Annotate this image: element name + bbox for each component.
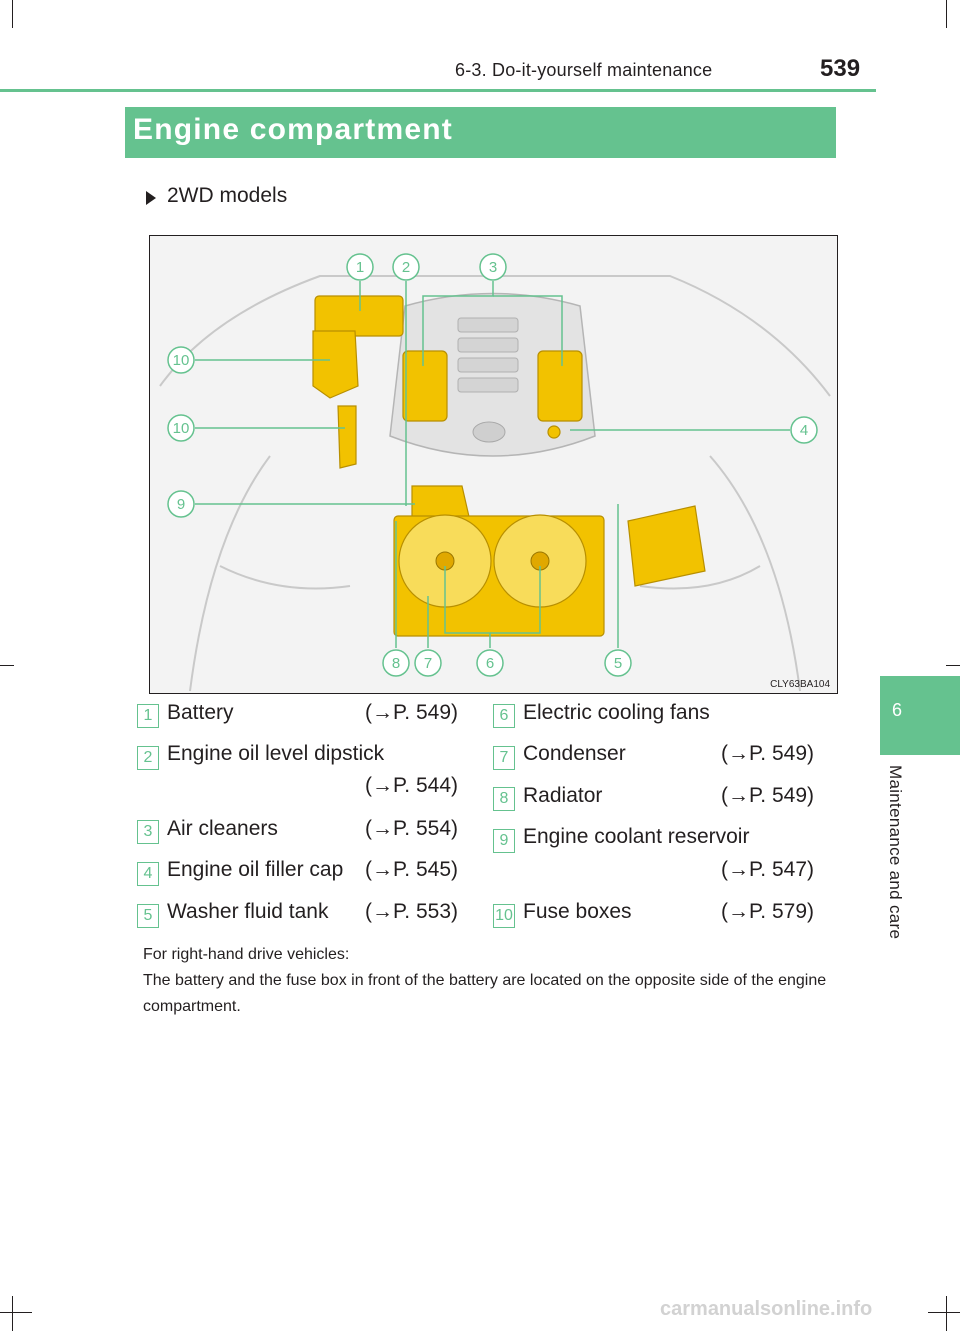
legend-number-6: 6 [493,704,515,728]
legend-ref-oil-filler-cap[interactable]: (→P. 545) [365,858,458,881]
air-cleaner-left [402,350,448,422]
engine-illustration-svg: 1 2 3 4 5 6 7 8 9 10 10 CLY63BA104 [159,253,831,692]
legend-label-fuse-boxes: Fuse boxes [523,900,632,923]
left-fender-line [189,455,271,692]
legend-label-dipstick: Engine oil level dipstick [167,742,385,765]
legend-label-battery: Battery [167,701,234,724]
callout-circle-5 [604,649,632,677]
callout-label-10b: 10 [173,420,190,437]
legend-number-9: 9 [493,829,515,853]
legend-number-8: 8 [493,787,515,811]
legend-ref-condenser[interactable]: (→P. 549) [721,742,814,765]
leader-6b [490,566,541,634]
chapter-number: 6 [891,700,902,720]
crop-mark-mid-left [0,665,14,666]
legend-label-coolant-reservoir: Engine coolant reservoir [523,825,750,848]
header-rule [0,89,876,92]
callout-circle-3 [479,253,507,281]
callout-label-1: 1 [356,259,364,276]
leader-6a [444,566,491,648]
callout-label-9: 9 [177,496,185,513]
emblem-icon [472,421,506,443]
callout-label-3: 3 [489,259,497,276]
crop-mark-top-right [946,0,947,28]
chapter-title: Maintenance and care [886,765,905,940]
legend-label-condenser: Condenser [523,742,626,765]
callout-circle-10a [167,346,195,374]
legend-label-oil-filler-cap: Engine oil filler cap [167,858,344,881]
engine-compartment-illustration: 1 2 3 4 5 6 7 8 9 10 10 CLY63BA104 [149,235,838,694]
legend-number-10: 10 [493,904,515,928]
callout-circle-8 [382,649,410,677]
crop-mark-mid-right [946,665,960,666]
legend-number-5: 5 [137,904,159,928]
legend-ref-radiator[interactable]: (→P. 549) [721,784,814,807]
section-heading: 6-3. Do-it-yourself maintenance [455,60,713,80]
note-body: The battery and the fuse box in front of… [143,972,827,1015]
bullet-triangle-icon [146,191,156,205]
oil-filler-cap [547,425,561,439]
subheading: 2WD models [167,184,288,207]
right-headlamp-outline [639,565,761,590]
callout-label-4: 4 [800,422,808,439]
leader-3b [493,295,563,366]
page-number: 539 [820,55,861,82]
crop-mark-top-left [12,0,13,28]
legend-number-3: 3 [137,820,159,844]
fuse-box-lower [337,405,357,469]
callout-label-6: 6 [486,655,494,672]
illustration-code: CLY63BA104 [770,679,830,690]
washer-fluid-tank [627,505,706,587]
callout-circle-1 [346,253,374,281]
air-cleaner-right [537,350,583,422]
callout-label-2: 2 [402,259,410,276]
callout-circle-6 [476,649,504,677]
crop-mark-bottom-right-v [946,1296,947,1331]
legend-ref-air-cleaners[interactable]: (→P. 554) [365,817,458,840]
title-bar: Engine compartment [125,107,836,158]
intake-rib-3 [457,357,519,373]
callout-circle-9 [167,490,195,518]
crop-mark-bottom-right-h [928,1312,960,1313]
callout-circle-10b [167,414,195,442]
page-title: Engine compartment [133,113,453,146]
callout-circle-7 [414,649,442,677]
rhd-note: For right-hand drive vehicles: The batte… [143,942,843,1020]
legend-number-7: 7 [493,746,515,770]
legend-number-1: 1 [137,704,159,728]
note-heading: For right-hand drive vehicles: [143,946,350,963]
legend-ref-dipstick[interactable]: (→P. 544) [365,774,458,797]
legend-label-radiator: Radiator [523,784,603,807]
left-headlamp-outline [219,565,351,590]
callout-label-5: 5 [614,655,622,672]
callout-circle-4 [790,416,818,444]
intake-rib-1 [457,317,519,333]
legend-number-2: 2 [137,746,159,770]
intake-rib-2 [457,337,519,353]
legend-ref-fuse-boxes[interactable]: (→P. 579) [721,900,814,923]
callout-label-7: 7 [424,655,432,672]
legend-label-washer-fluid: Washer fluid tank [167,900,329,923]
leader-3a [422,281,494,366]
callout-circle-2 [392,253,420,281]
watermark: carmanualsonline.info [660,1298,873,1320]
legend-label-cooling-fans: Electric cooling fans [523,701,710,724]
legend-label-air-cleaners: Air cleaners [167,817,278,840]
intake-rib-4 [457,377,519,393]
crop-mark-bottom-left-v [12,1296,13,1331]
right-fender-line [709,455,801,692]
battery [314,295,404,337]
legend-ref-coolant-reservoir[interactable]: (→P. 547) [721,858,814,881]
callout-label-8: 8 [392,655,400,672]
callout-label-10a: 10 [173,352,190,369]
legend-ref-washer-fluid[interactable]: (→P. 553) [365,900,458,923]
legend-ref-battery[interactable]: (→P. 549) [365,701,458,724]
fuse-box-upper [312,330,359,399]
chapter-tab[interactable]: 6 [880,676,960,755]
chapter-title-vertical: Maintenance and care [876,765,916,965]
crop-mark-bottom-left-h [0,1312,32,1313]
legend-number-4: 4 [137,862,159,886]
